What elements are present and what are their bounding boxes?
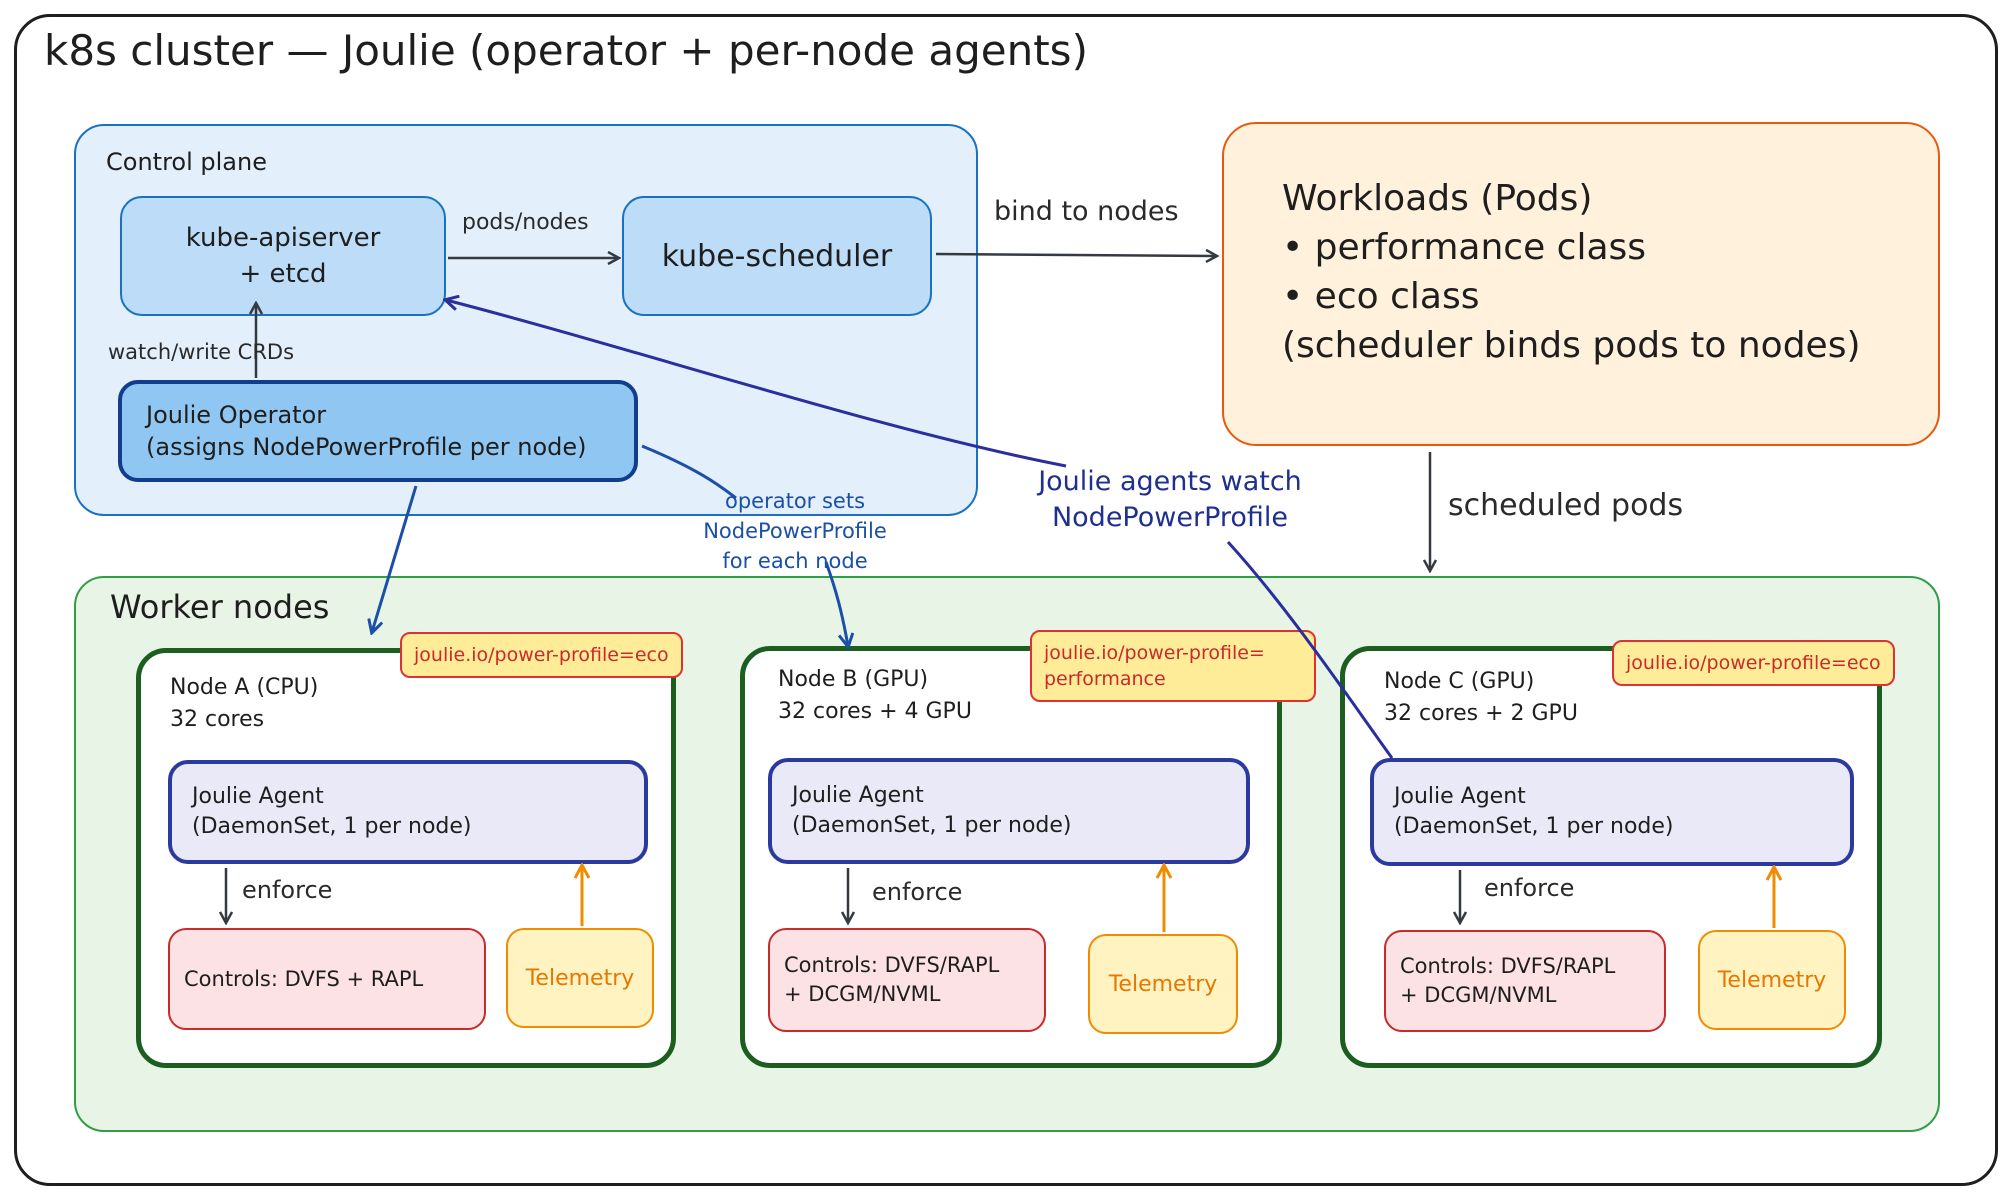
edge-label-watch-write-crds: watch/write CRDs	[108, 340, 295, 364]
node-b-agent-line-1: Joulie Agent	[792, 783, 924, 808]
node-b-telemetry-box[interactable]: Telemetry	[1088, 934, 1238, 1034]
agents-watch-line-2: NodePowerProfile	[1051, 502, 1289, 533]
agents-watch-line-1: Joulie agents watch	[1038, 466, 1302, 497]
node-b-power-profile-label: joulie.io/power-profile= performance	[1030, 630, 1316, 702]
node-b-label-line-1: joulie.io/power-profile=	[1044, 642, 1265, 664]
node-c-name: Node C (GPU)	[1384, 669, 1535, 694]
worker-nodes-label: Worker nodes	[110, 588, 330, 626]
node-c-controls-box[interactable]: Controls: DVFS/RAPL + DCGM/NVML	[1384, 930, 1666, 1032]
node-b-enforce-label: enforce	[872, 878, 963, 906]
joulie-operator-box[interactable]: Joulie Operator (assigns NodePowerProfil…	[118, 380, 638, 482]
node-a-resources: 32 cores	[170, 707, 265, 732]
scheduler-label: kube-scheduler	[661, 238, 893, 274]
node-b-label-line-2: performance	[1044, 668, 1166, 690]
node-b-controls-line-2: + DCGM/NVML	[784, 982, 941, 1006]
node-a-agent-line-2: (DaemonSet, 1 per node)	[192, 814, 472, 839]
operator-sets-line-1: operator sets	[724, 489, 866, 513]
node-c-agent-line-2: (DaemonSet, 1 per node)	[1394, 814, 1674, 839]
node-b-agent-line-2: (DaemonSet, 1 per node)	[792, 813, 1072, 838]
node-b-controls-box[interactable]: Controls: DVFS/RAPL + DCGM/NVML	[768, 928, 1046, 1032]
node-a-title: Node A (CPU) 32 cores	[170, 672, 318, 736]
node-b-joulie-agent[interactable]: Joulie Agent (DaemonSet, 1 per node)	[768, 758, 1250, 864]
diagram-title: k8s cluster — Joulie (operator + per-nod…	[44, 26, 1088, 75]
edge-label-agents-watch: Joulie agents watch NodePowerProfile	[1010, 464, 1330, 536]
node-b-controls-line-1: Controls: DVFS/RAPL	[784, 953, 1000, 977]
node-a-name: Node A (CPU)	[170, 675, 319, 700]
node-c-joulie-agent[interactable]: Joulie Agent (DaemonSet, 1 per node)	[1370, 758, 1854, 866]
node-c-enforce-label: enforce	[1484, 874, 1575, 902]
node-a-power-profile-label: joulie.io/power-profile=eco	[400, 632, 683, 678]
kube-scheduler-box[interactable]: kube-scheduler	[622, 196, 932, 316]
node-c-title: Node C (GPU) 32 cores + 2 GPU	[1384, 666, 1578, 730]
node-c-controls-line-2: + DCGM/NVML	[1400, 983, 1557, 1007]
edge-label-operator-sets: operator sets NodePowerProfile for each …	[690, 486, 900, 576]
edge-label-pods-nodes: pods/nodes	[462, 210, 589, 235]
node-c-telemetry-box[interactable]: Telemetry	[1698, 930, 1846, 1030]
apiserver-line-1: kube-apiserver	[185, 223, 381, 253]
node-c-label-line-1: joulie.io/power-profile=eco	[1626, 652, 1881, 674]
node-c-controls-line-1: Controls: DVFS/RAPL	[1400, 954, 1616, 978]
node-b-name: Node B (GPU)	[778, 667, 929, 692]
operator-line-1: Joulie Operator	[146, 401, 327, 429]
workloads-item-performance: • performance class	[1282, 227, 1647, 268]
node-a-enforce-label: enforce	[242, 876, 333, 904]
apiserver-line-2: + etcd	[239, 259, 327, 289]
workloads-note: (scheduler binds pods to nodes)	[1282, 325, 1861, 366]
node-c-agent-line-1: Joulie Agent	[1394, 784, 1526, 809]
kube-apiserver-box[interactable]: kube-apiserver + etcd	[120, 196, 446, 316]
node-b-telemetry-label: Telemetry	[1108, 971, 1218, 997]
node-a-telemetry-box[interactable]: Telemetry	[506, 928, 654, 1028]
edge-label-bind-to-nodes: bind to nodes	[994, 196, 1179, 227]
operator-sets-line-3: for each node	[722, 549, 868, 573]
operator-line-2: (assigns NodePowerProfile per node)	[146, 433, 587, 461]
node-c-resources: 32 cores + 2 GPU	[1384, 701, 1578, 726]
operator-sets-line-2: NodePowerProfile	[703, 519, 887, 543]
node-c-power-profile-label: joulie.io/power-profile=eco	[1612, 640, 1895, 686]
node-a-controls-line-1: Controls: DVFS + RAPL	[184, 966, 424, 991]
node-a-joulie-agent[interactable]: Joulie Agent (DaemonSet, 1 per node)	[168, 760, 648, 864]
node-a-label-line-1: joulie.io/power-profile=eco	[414, 644, 669, 666]
node-a-agent-line-1: Joulie Agent	[192, 784, 324, 809]
node-a-telemetry-label: Telemetry	[525, 965, 635, 991]
control-plane-label: Control plane	[106, 148, 267, 176]
node-b-resources: 32 cores + 4 GPU	[778, 699, 972, 724]
workloads-item-eco: • eco class	[1282, 276, 1480, 317]
workloads-box[interactable]: Workloads (Pods) • performance class • e…	[1222, 122, 1940, 446]
edge-label-scheduled-pods: scheduled pods	[1448, 488, 1684, 523]
node-a-controls-box[interactable]: Controls: DVFS + RAPL	[168, 928, 486, 1030]
workloads-title: Workloads (Pods)	[1282, 178, 1593, 219]
node-c-telemetry-label: Telemetry	[1717, 967, 1827, 993]
node-b-title: Node B (GPU) 32 cores + 4 GPU	[778, 664, 972, 728]
